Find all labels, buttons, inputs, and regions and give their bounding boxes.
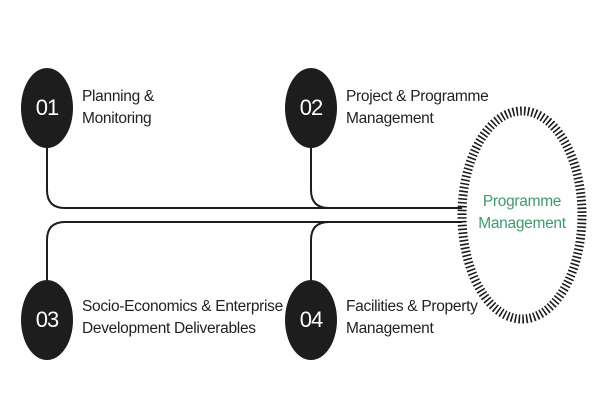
- connector-04: [310, 221, 330, 285]
- node-label-04: Facilities & Property Management: [346, 296, 478, 340]
- hub-label: Programme Management: [466, 191, 578, 235]
- node-number-03: 03: [21, 280, 73, 360]
- node-label-01-line1: Planning &: [82, 88, 154, 105]
- node-label-01: Planning & Monitoring: [82, 86, 154, 130]
- hub-label-line1: Programme: [482, 193, 562, 210]
- node-label-02-line1: Project & Programme: [346, 88, 489, 105]
- node-number-04: 04: [285, 280, 337, 360]
- hub-label-line2: Management: [478, 215, 566, 232]
- node-label-04-line2: Management: [346, 320, 434, 337]
- node-label-01-line2: Monitoring: [82, 110, 152, 127]
- hub-ring: [457, 106, 587, 324]
- node-label-03: Socio-Economics & Enterprise Development…: [82, 296, 283, 340]
- connector-03: [46, 221, 462, 285]
- connector-01: [46, 140, 462, 209]
- connector-02: [310, 140, 330, 209]
- node-label-02-line2: Management: [346, 110, 434, 127]
- node-number-01: 01: [21, 68, 73, 148]
- node-label-03-line1: Socio-Economics & Enterprise: [82, 298, 283, 315]
- node-label-04-line1: Facilities & Property: [346, 298, 478, 315]
- node-label-03-line2: Development Deliverables: [82, 320, 256, 337]
- node-number-02: 02: [285, 68, 337, 148]
- node-label-02: Project & Programme Management: [346, 86, 489, 130]
